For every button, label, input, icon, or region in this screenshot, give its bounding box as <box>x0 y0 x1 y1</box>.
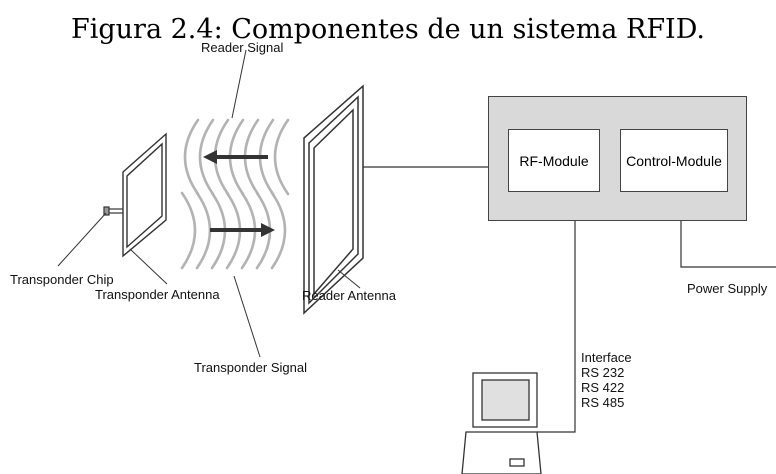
reader-signal-label: Reader Signal <box>201 40 284 55</box>
transponder-antenna-label: Transponder Antenna <box>95 287 220 302</box>
reader-antenna <box>303 84 364 315</box>
computer <box>461 372 542 474</box>
transponder-signal-arrow <box>210 223 275 237</box>
control-module: Control-Module <box>620 129 728 192</box>
reader-signal-wave <box>198 118 215 196</box>
transponder-signal-wave <box>180 191 197 270</box>
reader-signal-wave <box>273 118 290 196</box>
figure-caption: Figura 2.4: Componentes de un sistema RF… <box>71 14 705 45</box>
interface-title: Interface <box>581 350 632 365</box>
power-supply-label: Power Supply <box>687 281 768 296</box>
interface-label: Interface RS 232 RS 422 RS 485 <box>581 350 632 410</box>
rf-module-label: RF-Module <box>519 152 589 169</box>
leader-lines <box>57 49 361 358</box>
reader-signal-arrow <box>203 150 268 164</box>
interface-line-rs485: RS 485 <box>581 395 625 410</box>
control-module-label: Control-Module <box>626 152 722 169</box>
transponder-signal-wave <box>195 191 212 270</box>
connection-lines <box>363 166 776 433</box>
reader-signal-wave <box>183 118 200 196</box>
interface-line-rs422: RS 422 <box>581 380 625 395</box>
signal-waves <box>180 118 290 270</box>
transponder-chip-label: Transponder Chip <box>10 272 114 287</box>
reader-antenna-label: Reader Antenna <box>302 288 396 303</box>
transponder-chip <box>103 206 123 216</box>
transponder-signal-label: Transponder Signal <box>194 360 307 375</box>
transponder-antenna <box>122 132 167 258</box>
interface-line-rs232: RS 232 <box>581 365 625 380</box>
rf-module: RF-Module <box>508 129 600 192</box>
transponder-signal-wave <box>270 191 287 270</box>
